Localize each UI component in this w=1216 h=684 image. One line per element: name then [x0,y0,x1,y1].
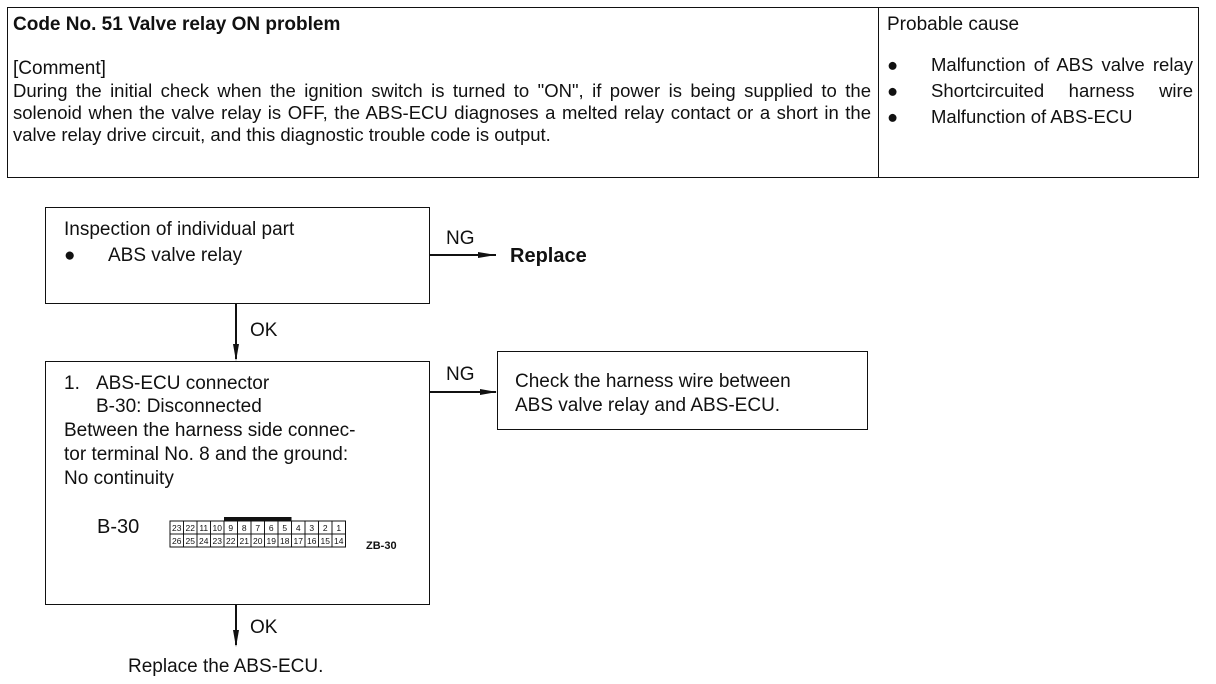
check-step-box [45,361,430,605]
connector-pin-number: 22 [186,523,196,533]
connector-pin-cell [331,533,346,548]
harness-check-line: ABS valve relay and ABS-ECU. [515,395,781,416]
bullet-icon: ● [64,245,76,266]
step2-line: No continuity [64,468,174,489]
code-header-table [7,7,1199,178]
connector-tag: ZB-30 [366,540,397,552]
connector-pin-number: 22 [226,536,236,546]
harness-check-line: Check the harness wire between [515,371,791,392]
arrow-right-icon [478,252,496,258]
probable-cause-text: Malfunction of ABS-ECU [931,106,1133,127]
ok-arrow-line [235,304,237,359]
connector-pin-number: 9 [228,523,233,533]
inspection-step-box [45,207,430,304]
replace-action: Replace [510,245,587,267]
connector-pin-number: 20 [253,536,263,546]
probable-cause-item: ● Malfunction of ABS valve relay [887,54,1193,76]
connector-pin-number: 10 [213,523,223,533]
connector-pin-number: 25 [186,536,196,546]
probable-cause-list: ● Malfunction of ABS valve relay ● Short… [887,54,1193,132]
ng-arrow-line [430,254,496,256]
ok-arrow-line [235,605,237,645]
harness-check-box [497,351,868,430]
bullet-icon: ● [887,106,899,127]
connector-pin-number: 24 [199,536,209,546]
arrow-down-icon [233,630,239,647]
connector-pin-number: 5 [282,523,287,533]
probable-cause-text: Malfunction of ABS valve relay [931,54,1193,75]
connector-pin-number: 23 [213,536,223,546]
connector-pin-number: 8 [242,523,247,533]
step2-line: ABS-ECU connector [96,373,270,394]
arrow-right-icon [480,389,497,395]
probable-cause-text: Shortcircuited harness wire [931,80,1193,101]
connector-pin-number: 19 [267,536,277,546]
step-number: 1. [64,373,80,394]
step1-title: Inspection of individual part [64,219,295,240]
connector-pin-number: 7 [255,523,260,533]
connector-pin-number: 15 [321,536,331,546]
connector-pin-number: 6 [269,523,274,533]
connector-pin-number: 1 [336,523,341,533]
ok-label: OK [250,320,278,341]
connector-pin-number: 4 [296,523,301,533]
comment-label: [Comment] [13,58,106,79]
connector-pin-number: 3 [309,523,314,533]
probable-cause-item: ● Shortcircuited harness wire [887,80,1193,102]
ng-arrow-line [430,391,496,393]
step2-line: tor terminal No. 8 and the ground: [64,444,349,465]
comment-text: During the initial check when the igniti… [13,80,871,145]
connector-pin-number: 11 [199,523,208,533]
connector-pin-number: 23 [172,523,182,533]
connector-pin-number: 21 [240,536,250,546]
probable-cause-item: ● Malfunction of ABS-ECU [887,106,1193,128]
code-title: Code No. 51 Valve relay ON problem [13,14,341,35]
connector-label: B-30 [97,516,140,538]
step2-line: B-30: Disconnected [96,396,262,417]
ok-label: OK [250,617,278,638]
connector-pin-number: 2 [323,523,328,533]
ng-label: NG [446,228,475,249]
connector-pin-number: 16 [307,536,317,546]
connector-pin-number: 18 [280,536,290,546]
arrow-down-icon [233,344,239,361]
probable-cause-heading: Probable cause [887,14,1020,35]
step1-item: ABS valve relay [108,245,243,266]
connector-pin-number: 14 [334,536,344,546]
connector-lock-tab [224,517,292,521]
step2-line: Between the harness side connec- [64,420,356,441]
connector-pin-number: 17 [294,536,304,546]
final-action: Replace the ABS-ECU. [128,656,324,677]
bullet-icon: ● [887,80,899,101]
ng-label: NG [446,364,475,385]
connector-pin-number: 26 [172,536,182,546]
header-column-divider [878,7,879,178]
bullet-icon: ● [887,54,899,75]
